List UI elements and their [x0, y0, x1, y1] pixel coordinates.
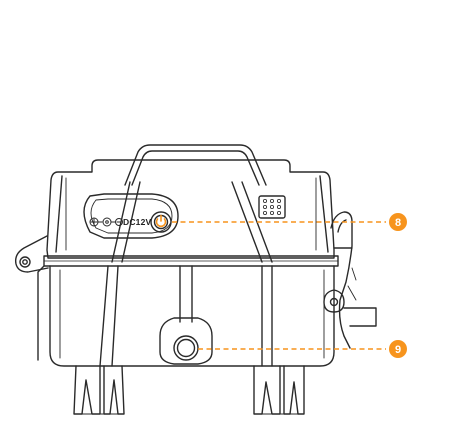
vent-grid — [258, 195, 286, 219]
top-lid — [124, 144, 267, 186]
upper-housing — [46, 159, 335, 259]
lower-housing — [37, 265, 335, 367]
callout-badge-8: 8 — [389, 213, 407, 231]
callout-circle-9 — [389, 340, 407, 358]
dc-port-cover — [83, 193, 179, 239]
center-channel — [179, 265, 193, 323]
dc12v-label: DC12V — [123, 217, 152, 227]
foot-right — [253, 365, 305, 415]
foot-left — [73, 365, 125, 415]
seam-band — [43, 255, 339, 267]
callout-number-8: 8 — [395, 217, 401, 229]
power-icon — [155, 214, 167, 228]
right-latch — [323, 211, 377, 349]
strap — [99, 181, 273, 367]
lock-socket — [159, 317, 213, 365]
callout-circle-8 — [389, 213, 407, 231]
callout-number-9: 9 — [395, 344, 401, 356]
dc-polarity-icon — [89, 217, 123, 227]
left-hinge — [14, 235, 49, 273]
callout-badge-9: 9 — [389, 340, 407, 358]
